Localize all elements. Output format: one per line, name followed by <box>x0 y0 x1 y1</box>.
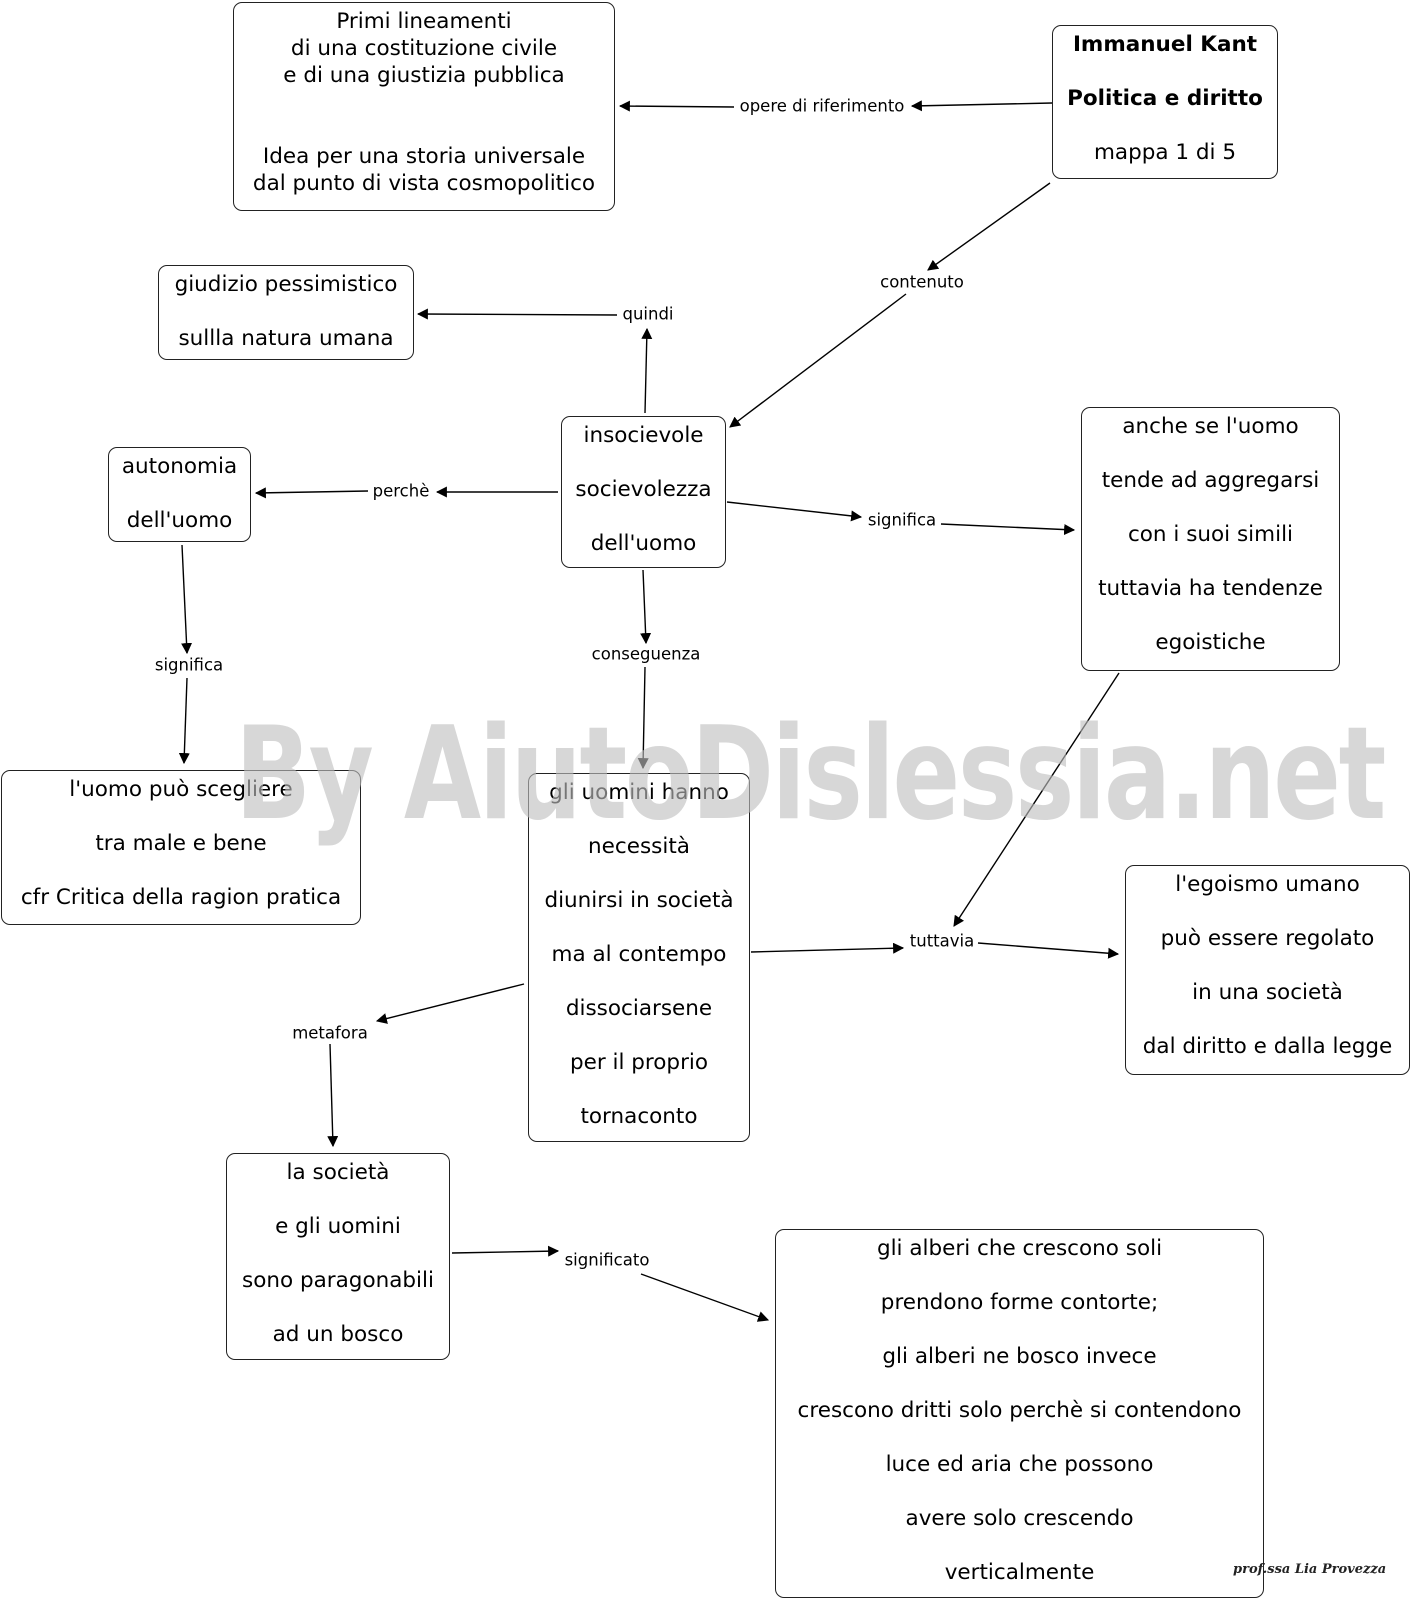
node-scegliere-line-2: tra male e bene <box>95 831 267 856</box>
node-giudizio: giudizio pessimistico sullla natura uman… <box>158 265 414 360</box>
edge-insocievole-to-label-significa <box>726 501 863 522</box>
edge-necessita-to-label-tuttavia <box>750 942 905 954</box>
node-alberi-line-4: crescono dritti solo perchè si contendon… <box>797 1398 1242 1423</box>
node-insocievole-line-1: insocievole <box>583 423 704 448</box>
edge-label-quindi-to-giudizio <box>416 308 618 320</box>
node-insocievole-line-2: socievolezza <box>575 477 712 502</box>
edge-label-contenuto: contenuto <box>877 272 967 292</box>
edge-label-significa-anche: significa <box>864 510 940 530</box>
node-scegliere-line-1: l'uomo può scegliere <box>69 777 293 802</box>
edge-label-opere-to-opere <box>618 100 735 112</box>
node-anche-line-4: tuttavia ha tendenze <box>1098 576 1323 601</box>
node-alberi-line-1: gli alberi che crescono soli <box>876 1236 1163 1261</box>
edge-necessita-to-label-metafora <box>375 983 525 1024</box>
node-anche: anche se l'uomo tende ad aggregarsi con … <box>1081 407 1340 671</box>
edge-kant-to-label-opere <box>910 100 1053 112</box>
node-insocievole-line-3: dell'uomo <box>590 531 697 556</box>
edge-label-tuttavia-to-egoismo <box>977 942 1120 959</box>
edge-label-metafora: metafora <box>289 1023 371 1043</box>
node-necessita-line-2: necessità <box>588 834 690 859</box>
author-signature: prof.ssa Lia Provezza <box>1233 1562 1387 1577</box>
node-necessita-line-5: dissociarsene <box>565 996 713 1021</box>
node-anche-line-2: tende ad aggregarsi <box>1101 468 1320 493</box>
node-kant-subtitle: Politica e diritto <box>1067 86 1263 111</box>
node-opere-line-3: e di una giustizia pubblica <box>283 63 565 88</box>
node-insocievole: insocievole socievolezza dell'uomo <box>561 416 726 568</box>
node-necessita-line-3: diunirsi in società <box>544 888 734 913</box>
node-anche-line-3: con i suoi simili <box>1127 522 1294 547</box>
node-autonomia-line-1: autonomia <box>121 454 238 479</box>
node-egoismo-line-1: l'egoismo umano <box>1175 872 1360 897</box>
node-giudizio-line-1: giudizio pessimistico <box>174 272 398 297</box>
edge-kant-to-label-contenuto <box>927 182 1051 271</box>
node-bosco-line-1: la società <box>286 1160 390 1185</box>
node-alberi-line-6: avere solo crescendo <box>905 1506 1134 1531</box>
edge-label-significato: significato <box>561 1250 653 1270</box>
edge-anche-to-label-tuttavia <box>953 672 1120 927</box>
edge-label-conseguenza-to-necessita <box>637 666 649 770</box>
node-bosco-line-2: e gli uomini <box>275 1214 401 1239</box>
edge-label-tuttavia: tuttavia <box>906 931 978 951</box>
edge-label-perche: perchè <box>369 481 433 501</box>
edge-label-significa-to-scegliere <box>178 677 190 765</box>
node-kant-map: mappa 1 di 5 <box>1093 140 1237 165</box>
node-necessita: gli uomini hanno necessità diunirsi in s… <box>528 773 750 1142</box>
node-opere-line-5: dal punto di vista cosmopolitico <box>252 171 596 196</box>
node-necessita-line-1: gli uomini hanno <box>549 780 729 805</box>
node-autonomia: autonomia dell'uomo <box>108 447 251 542</box>
edge-label-contenuto-to-insocievole <box>729 293 907 428</box>
edge-label-perche-to-autonomia <box>254 487 369 499</box>
node-alberi-line-7: verticalmente <box>944 1560 1095 1585</box>
node-necessita-line-6: per il proprio <box>569 1050 709 1075</box>
node-bosco-line-3: sono paragonabili <box>242 1268 434 1293</box>
node-opere: Primi lineamenti di una costituzione civ… <box>233 2 615 211</box>
edge-label-significato-to-alberi <box>640 1273 770 1322</box>
node-alberi-line-2: prendono forme contorte; <box>880 1290 1159 1315</box>
edge-autonomia-to-label-significa <box>181 544 193 655</box>
node-egoismo: l'egoismo umano può essere regolato in u… <box>1125 865 1410 1075</box>
node-opere-line-1: Primi lineamenti <box>336 9 512 34</box>
node-opere-line-2: di una costituzione civile <box>290 36 558 61</box>
node-opere-line-4: Idea per una storia universale <box>262 144 586 169</box>
edge-insocievole-to-label-quindi <box>641 327 653 414</box>
node-necessita-line-7: tornaconto <box>580 1104 698 1129</box>
node-giudizio-line-2: sullla natura umana <box>178 326 394 351</box>
node-egoismo-line-2: può essere regolato <box>1160 926 1375 951</box>
edge-label-opere: opere di riferimento <box>736 96 908 116</box>
node-alberi-line-3: gli alberi ne bosco invece <box>882 1344 1157 1369</box>
edge-label-significa-autonomia: significa <box>151 655 227 675</box>
node-alberi: gli alberi che crescono soli prendono fo… <box>775 1229 1264 1598</box>
node-egoismo-line-4: dal diritto e dalla legge <box>1142 1034 1393 1059</box>
edge-bosco-to-label-significato <box>451 1245 560 1257</box>
edge-label-quindi: quindi <box>619 304 677 324</box>
node-autonomia-line-2: dell'uomo <box>126 508 233 533</box>
node-necessita-line-4: ma al contempo <box>551 942 727 967</box>
node-scegliere: l'uomo può scegliere tra male e bene cfr… <box>1 770 361 925</box>
node-alberi-line-5: luce ed aria che possono <box>885 1452 1154 1477</box>
node-egoismo-line-3: in una società <box>1192 980 1343 1005</box>
node-kant-title: Immanuel Kant <box>1072 32 1258 57</box>
edge-insocievole-to-label-conseguenza <box>640 569 652 645</box>
node-anche-line-1: anche se l'uomo <box>1122 414 1299 439</box>
node-scegliere-line-3: cfr Critica della ragion pratica <box>20 885 342 910</box>
edge-label-conseguenza: conseguenza <box>588 644 704 664</box>
edge-label-significa-to-anche <box>940 523 1076 536</box>
node-kant: Immanuel Kant Politica e diritto mappa 1… <box>1052 25 1278 179</box>
node-bosco-line-4: ad un bosco <box>272 1322 404 1347</box>
edge-label-metafora-to-bosco <box>327 1043 339 1148</box>
node-anche-line-5: egoistiche <box>1155 630 1266 655</box>
node-bosco: la società e gli uomini sono paragonabil… <box>226 1153 450 1360</box>
